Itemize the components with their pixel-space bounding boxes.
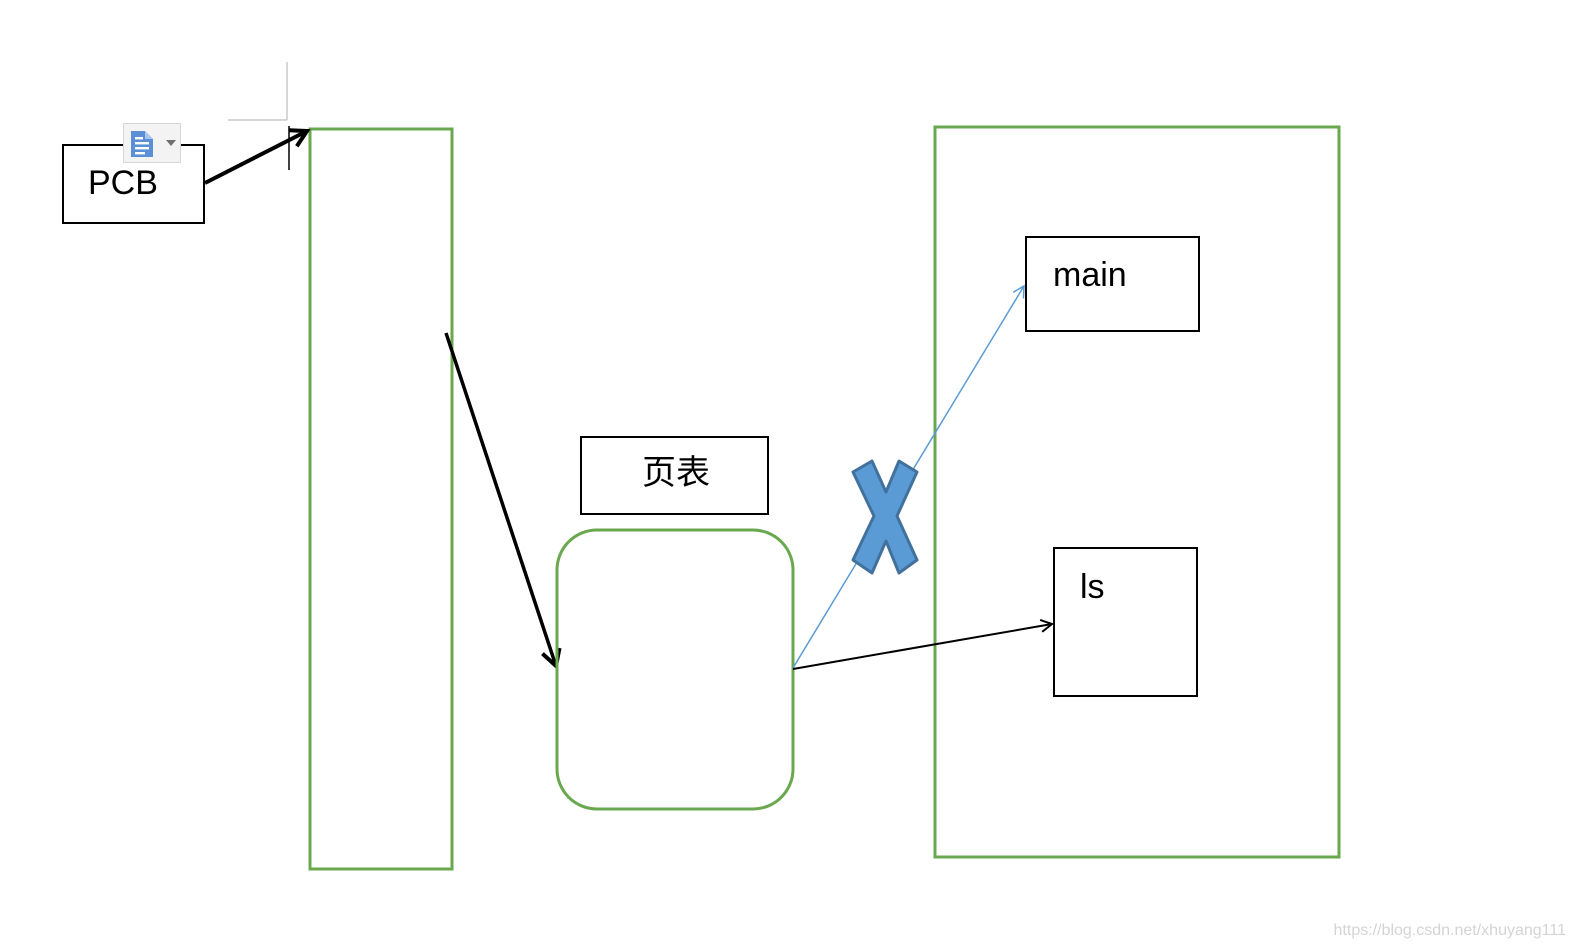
main-box: [1025, 236, 1200, 332]
tall-green-box: [308, 127, 454, 871]
pcb-to-column-arrow: [204, 131, 307, 185]
pagetable-label-box: [580, 436, 769, 515]
paste-options-icon: [131, 131, 153, 157]
paste-options-button[interactable]: [123, 123, 181, 163]
chevron-down-icon[interactable]: [166, 140, 176, 146]
x-mark-icon: [851, 459, 919, 575]
pagetable-label: 页表: [642, 453, 710, 493]
pagetable-box: [555, 528, 795, 811]
main-label: main: [1053, 256, 1127, 294]
pagetable-to-ls-arrow: [792, 624, 1052, 670]
pcb-label: PCB: [88, 164, 158, 202]
column-to-pagetable-arrow: [444, 332, 556, 666]
ls-box: [1053, 547, 1198, 697]
watermark: https://blog.csdn.net/xhuyang111: [1333, 922, 1566, 939]
ls-label: ls: [1080, 568, 1105, 606]
memory-box: [933, 125, 1341, 859]
